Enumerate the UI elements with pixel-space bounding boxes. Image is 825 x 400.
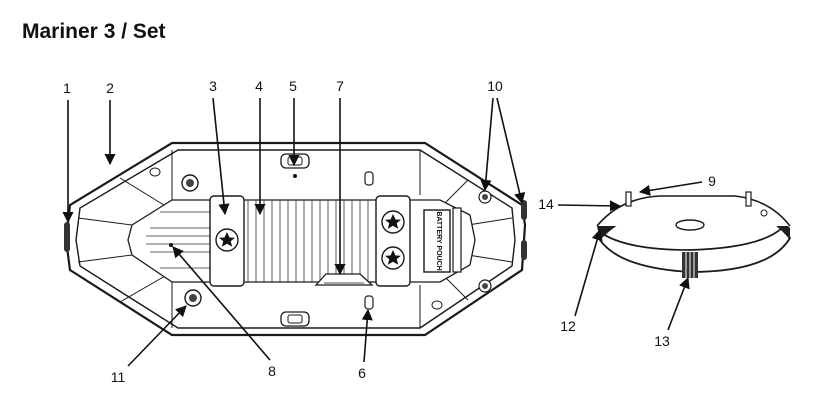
callout-6: 6: [358, 308, 373, 381]
callout-label: 8: [268, 363, 276, 379]
side-handle: [675, 219, 705, 231]
callout-10: 10: [480, 78, 526, 205]
star-icon: [385, 250, 401, 265]
callout-2: 2: [104, 80, 116, 166]
callout-label: 4: [255, 78, 263, 94]
seat-storage-bag: [314, 273, 374, 286]
stern-end-cap: [521, 200, 527, 220]
callout-12: 12: [560, 228, 603, 334]
stern-tube-segments: [419, 150, 513, 328]
boat-side-view: [596, 191, 792, 278]
star-icon: [219, 232, 235, 247]
battery-pouch: [423, 209, 451, 273]
bench-seat-rear: [375, 195, 411, 287]
callout-8: 8: [172, 246, 276, 379]
callout-label: 13: [654, 333, 670, 349]
logo-patch-icons: [149, 167, 443, 310]
callout-label: 5: [289, 78, 297, 94]
air-valve-icons: [181, 174, 492, 307]
callout-7: 7: [334, 78, 346, 276]
callout-label: 9: [708, 173, 716, 189]
oar-lock-bottom: [280, 311, 310, 327]
callout-label: 1: [63, 80, 71, 96]
star-icon: [385, 214, 401, 229]
side-rod-rear: [745, 191, 752, 207]
side-rod-front: [625, 191, 632, 207]
callout-3: 3: [209, 78, 230, 216]
callout-label: 2: [106, 80, 114, 96]
callout-4: 4: [254, 78, 266, 216]
boat-top-view: BATTERY POUCH: [64, 141, 527, 337]
stern-end-cap-lower: [521, 240, 527, 260]
callout-5: 5: [288, 78, 300, 167]
callout-1: 1: [62, 80, 74, 224]
callout-label: 10: [487, 78, 503, 94]
callout-label: 7: [336, 78, 344, 94]
callout-label: 3: [209, 78, 217, 94]
callout-11: 11: [111, 305, 187, 385]
callout-label: 11: [111, 369, 126, 385]
bow-end-cap: [64, 222, 70, 252]
callout-13: 13: [654, 276, 690, 349]
battery-pouch-label: BATTERY POUCH: [435, 211, 442, 270]
callout-label: 6: [358, 365, 366, 381]
callout-label: 12: [560, 318, 576, 334]
diagram-title: Mariner 3 / Set: [22, 20, 166, 43]
callout-label: 14: [538, 196, 554, 212]
drain-valve: [169, 243, 173, 247]
callout-14: 14: [538, 196, 622, 212]
callout-9: 9: [638, 173, 716, 196]
side-valve: [760, 209, 768, 217]
motor-mount: [452, 207, 462, 273]
